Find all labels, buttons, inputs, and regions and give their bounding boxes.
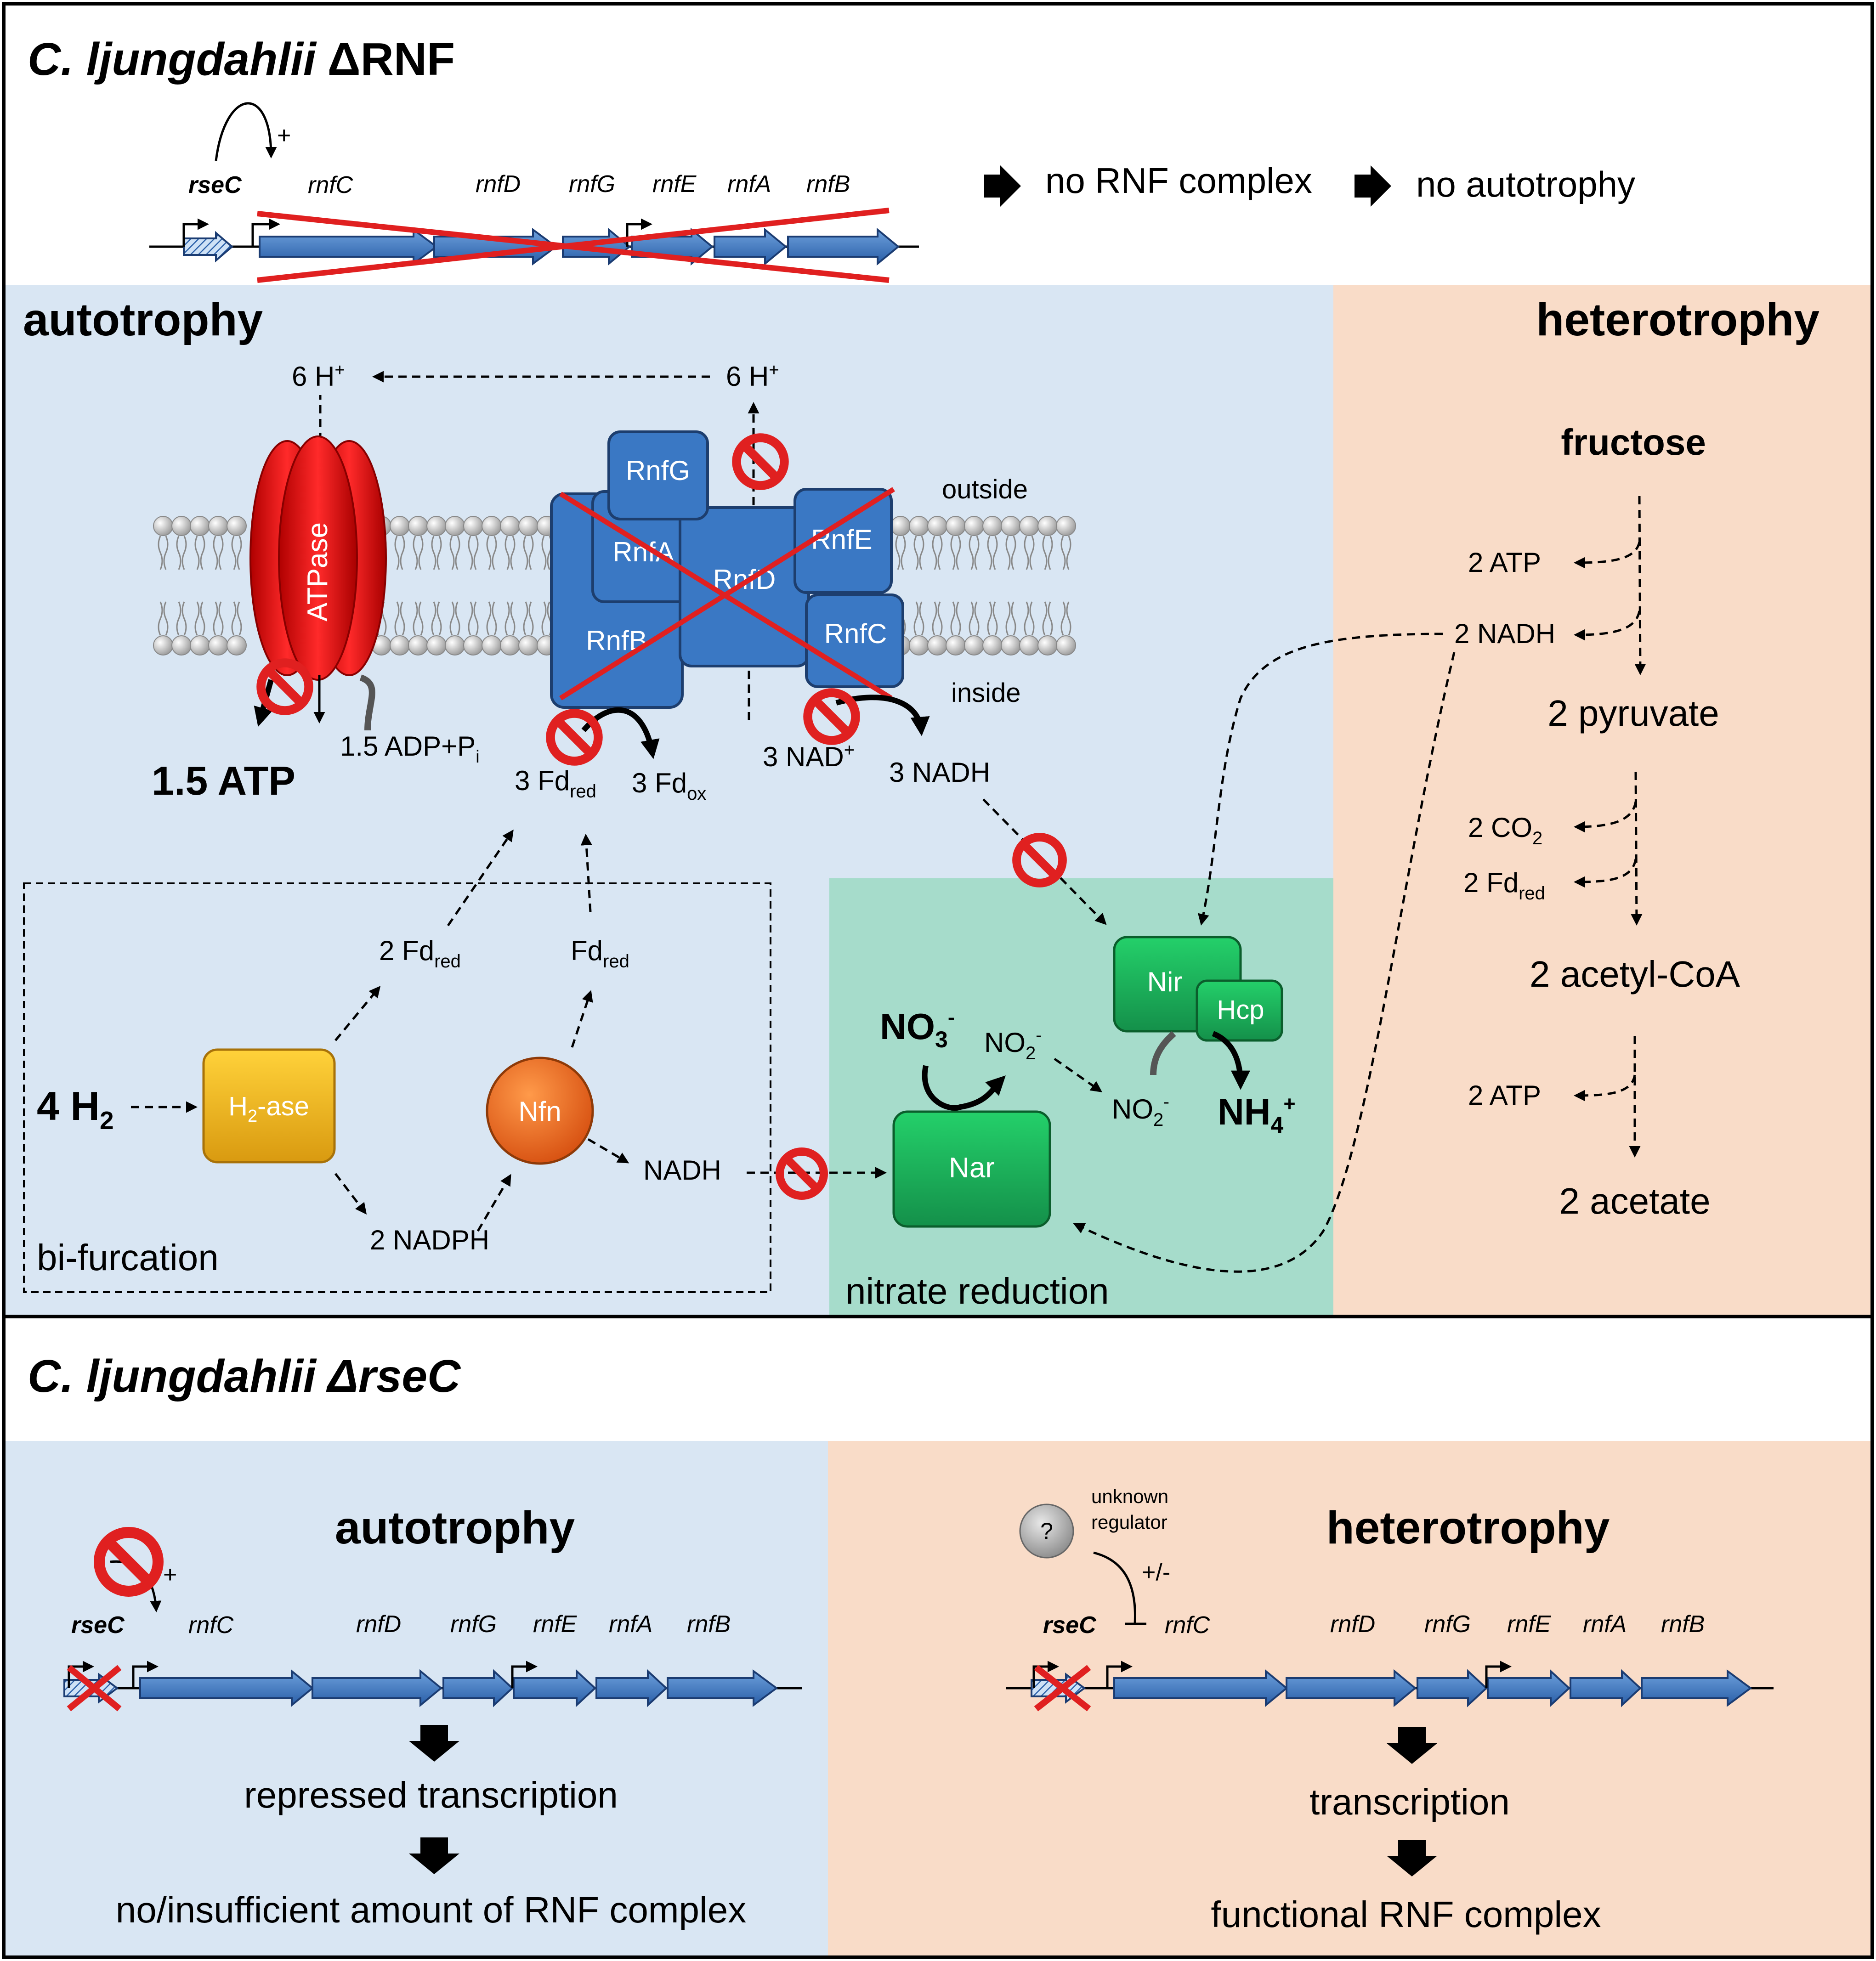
inside-label: inside: [951, 678, 1021, 708]
atp-produced: 1.5 ATP: [152, 758, 295, 803]
nitrate-panel: [829, 878, 1333, 1315]
gene-label-rnfg: rnfG: [569, 171, 615, 198]
lower-heterotrophy-title: heterotrophy: [1326, 1502, 1610, 1554]
nar-label: Nar: [949, 1152, 995, 1184]
auto-rnfc-label: rnfC: [188, 1612, 234, 1639]
auto-result-2: no/insufficient amount of RNF complex: [116, 1889, 747, 1930]
nadh-bifurcation: NADH: [643, 1155, 721, 1186]
nfn-label: Nfn: [518, 1096, 561, 1127]
nir-label: Nir: [1147, 966, 1183, 997]
hetero-rnfa-label: rnfA: [1583, 1611, 1627, 1638]
hydrogenase: [202, 1048, 336, 1164]
gene-label-rnfc: rnfC: [308, 172, 353, 198]
rnfc-label: RnfC: [824, 618, 887, 649]
hetero-result-1: transcription: [1309, 1781, 1510, 1822]
auto-rnfg-label: rnfG: [450, 1611, 497, 1638]
fd-red-hetero: 2 Fdred: [1463, 867, 1545, 904]
unknown-mark: ?: [1040, 1518, 1053, 1544]
nitrite-top: NO2-: [984, 1026, 1042, 1063]
auto-rnfa-label: rnfA: [609, 1611, 652, 1638]
hetero-rnfg-label: rnfG: [1424, 1611, 1471, 1638]
consequence-no-autotrophy: no autotrophy: [1416, 164, 1635, 204]
pyruvate: 2 pyruvate: [1547, 693, 1719, 734]
svg-text:ATPase: ATPase: [302, 522, 334, 622]
autotrophy-title: autotrophy: [23, 294, 263, 345]
gene-label-rnfd: rnfD: [476, 171, 521, 198]
heterotrophy-panel: [1333, 285, 1870, 1315]
gene-label-rsec: rseC: [188, 172, 242, 198]
unknown-regulator-icon: [1019, 1503, 1074, 1559]
rnf-complex: RnfG RnfA RnfD RnfE RnfB RnfC: [550, 430, 904, 709]
proton-right: 6 H+: [726, 361, 779, 392]
unknown-label-2: regulator: [1091, 1511, 1168, 1533]
regulation-sign: +/-: [1142, 1559, 1170, 1586]
nitrate-label: nitrate reduction: [845, 1271, 1109, 1311]
hetero-result-2: functional RNF complex: [1211, 1894, 1601, 1935]
nir-hcp: [1113, 936, 1283, 1042]
hetero-rsec-label: rseC: [1043, 1612, 1097, 1639]
bifurcation-label: bi-furcation: [37, 1237, 219, 1278]
nitrate-no3: NO3-: [880, 1006, 955, 1052]
auto-rnfd-label: rnfD: [356, 1611, 401, 1638]
auto-rnfe-label: rnfE: [533, 1611, 578, 1638]
membrane: [153, 516, 1076, 656]
hetero-rnfc-label: rnfC: [1165, 1612, 1210, 1639]
hydrogenase-label: H2-ase: [228, 1091, 309, 1126]
rnfe-label: RnfE: [811, 524, 872, 555]
outside-label: outside: [942, 475, 1028, 504]
gene-cluster-auto: [63, 1560, 802, 1712]
heterotrophy-title: heterotrophy: [1536, 294, 1819, 345]
h2-input: 4 H2: [37, 1083, 114, 1135]
nadh-main: 3 NADH: [889, 757, 990, 788]
gene-plus: +: [277, 122, 291, 149]
hetero-rnfb-label: rnfB: [1661, 1611, 1705, 1638]
nadph: 2 NADPH: [370, 1225, 489, 1255]
fd-red-main: 3 Fdred: [515, 765, 596, 802]
auto-rnfb-label: rnfB: [687, 1611, 731, 1638]
gene-cluster-hetero: [1006, 1661, 1774, 1712]
hetero-rnfd-label: rnfD: [1330, 1611, 1375, 1638]
nfn: [486, 1057, 594, 1165]
consequence-no-rnf: no RNF complex: [1045, 160, 1312, 201]
gene-label-rnfa: rnfA: [727, 171, 771, 198]
reg-plus-auto: +: [163, 1561, 177, 1588]
acetate: 2 acetate: [1559, 1181, 1710, 1221]
atpase: ATPase: [249, 435, 387, 681]
unknown-label-1: unknown: [1091, 1486, 1168, 1507]
gene-label-rnfb: rnfB: [806, 171, 850, 198]
rnfg-label: RnfG: [626, 455, 690, 486]
acetyl-coa: 2 acetyl-CoA: [1530, 954, 1740, 995]
gene-label-rnfe: rnfE: [652, 171, 697, 198]
co2: 2 CO2: [1468, 812, 1542, 848]
auto-result-1: repressed transcription: [244, 1775, 618, 1815]
atp-one: 2 ATP: [1468, 547, 1541, 578]
fructose: fructose: [1561, 422, 1706, 463]
rnfa-label: RnfA: [612, 537, 674, 567]
proton-left: 6 H+: [292, 361, 345, 392]
ammonium: NH4+: [1218, 1091, 1296, 1138]
fd-red-one: Fdred: [571, 935, 629, 972]
nitrite-bottom: NO2-: [1112, 1092, 1169, 1130]
bifurcation-box: [23, 882, 771, 1293]
nar: [892, 1110, 1051, 1228]
nadh-two: 2 NADH: [1454, 618, 1555, 649]
nad-plus: 3 NAD+: [763, 740, 855, 772]
auto-rsec-label: rseC: [71, 1612, 125, 1639]
hcp-label: Hcp: [1217, 995, 1264, 1025]
gene-cluster-top: [149, 102, 919, 283]
lower-autotrophy-title: autotrophy: [335, 1502, 575, 1554]
fd-red-two: 2 Fdred: [379, 935, 461, 972]
adp-pi: 1.5 ADP+Pi: [340, 731, 480, 767]
atp-two: 2 ATP: [1468, 1080, 1541, 1111]
hetero-rnfe-label: rnfE: [1507, 1611, 1552, 1638]
fd-ox-main: 3 Fdox: [632, 768, 706, 804]
